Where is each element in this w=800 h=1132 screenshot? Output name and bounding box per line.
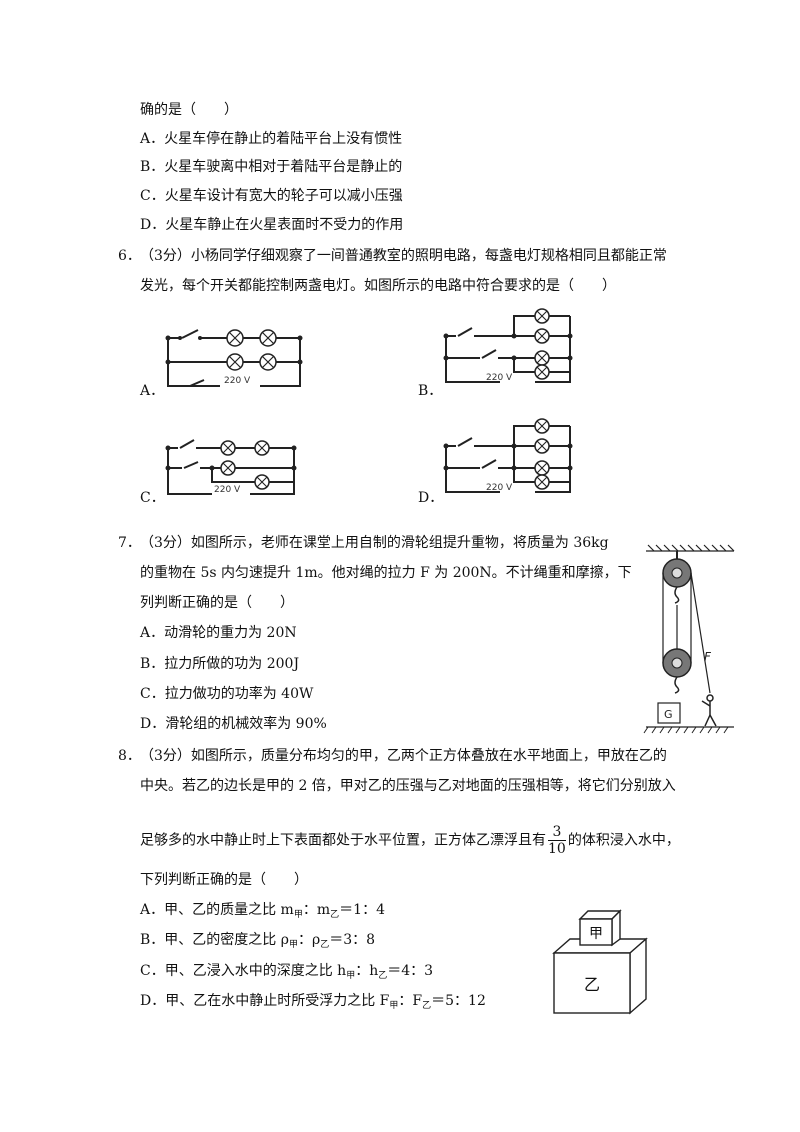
- q8-option-b: B．甲、乙的密度之比 ρ甲：ρ乙＝3：8: [140, 932, 376, 950]
- q5-option-d: D．火星车静止在火星表面时不受力的作用: [140, 217, 404, 233]
- q6-label-a: A．: [140, 383, 165, 399]
- q7-line3: 列判断正确的是（ ）: [140, 595, 294, 611]
- q6-label-c: C．: [140, 490, 165, 506]
- q7-line2: 的重物在 5s 内匀速提升 1m。他对绳的拉力 F 为 200N。不计绳重和摩擦…: [140, 565, 632, 581]
- q8-line2: 中央。若乙的边长是甲的 2 倍，甲对乙的压强与乙对地面的压强相等，将它们分别放入: [140, 778, 676, 794]
- q8-option-c: C．甲、乙浸入水中的深度之比 h甲：h乙＝4：3: [140, 963, 434, 981]
- q7-number: 7．: [118, 535, 141, 551]
- q8-number: 8．: [118, 748, 141, 764]
- q8-line1: （3分）如图所示，质量分布均匀的甲，乙两个正方体叠放在水平地面上，甲放在乙的: [140, 748, 667, 764]
- circuit-a: 220 V: [165, 329, 303, 387]
- q6-label-b: B．: [418, 383, 443, 399]
- q7-line1: （3分）如图所示，老师在课堂上用自制的滑轮组提升重物，将质量为 36kg: [140, 535, 609, 551]
- q5-option-b: B．火星车驶离中相对于着陆平台是静止的: [140, 159, 403, 175]
- q5-option-a: A．火星车停在静止的着陆平台上没有惯性: [140, 131, 403, 147]
- weight-label: G: [664, 708, 673, 721]
- cube-large-label: 乙: [584, 975, 600, 994]
- circuit-b-voltage: 220 V: [486, 373, 513, 383]
- circuit-d-voltage: 220 V: [486, 483, 513, 493]
- q7-option-c: C．拉力做功的功率为 40W: [140, 686, 314, 702]
- cube-small-label: 甲: [589, 926, 603, 942]
- circuit-b: 220 V: [443, 308, 573, 383]
- circuit-c-voltage: 220 V: [214, 485, 241, 495]
- circuit-c: 220 V: [165, 439, 297, 495]
- q6-label-d: D．: [418, 490, 444, 506]
- q7-option-d: D．滑轮组的机械效率为 90%: [140, 716, 327, 732]
- q8-option-d: D．甲、乙在水中静止时所受浮力之比 F甲：F乙＝5：12: [140, 993, 486, 1011]
- q8-option-a: A．甲、乙的质量之比 m甲：m乙＝1：4: [140, 902, 385, 920]
- pulley-figure: F G: [643, 544, 735, 734]
- q8-line4: 下列判断正确的是（ ）: [140, 872, 308, 888]
- q6-line2: 发光，每个开关都能控制两盏电灯。如图所示的电路中符合要求的是（ ）: [140, 278, 616, 294]
- cubes-figure: 甲 乙: [552, 909, 648, 1015]
- q6-line1: （3分）小杨同学仔细观察了一间普通教室的照明电路，每盏电灯规格相同且都能正常: [140, 248, 667, 264]
- q5-option-c: C．火星车设计有宽大的轮子可以减小压强: [140, 188, 403, 204]
- q5-stem-tail: 确的是（ ）: [140, 102, 238, 118]
- circuit-a-voltage: 220 V: [224, 376, 251, 386]
- q7-option-a: A．动滑轮的重力为 20N: [140, 625, 297, 641]
- force-label: F: [704, 650, 712, 664]
- q7-option-b: B．拉力所做的功为 200J: [140, 656, 300, 672]
- circuit-d: 220 V: [443, 418, 573, 493]
- q6-number: 6．: [118, 248, 141, 264]
